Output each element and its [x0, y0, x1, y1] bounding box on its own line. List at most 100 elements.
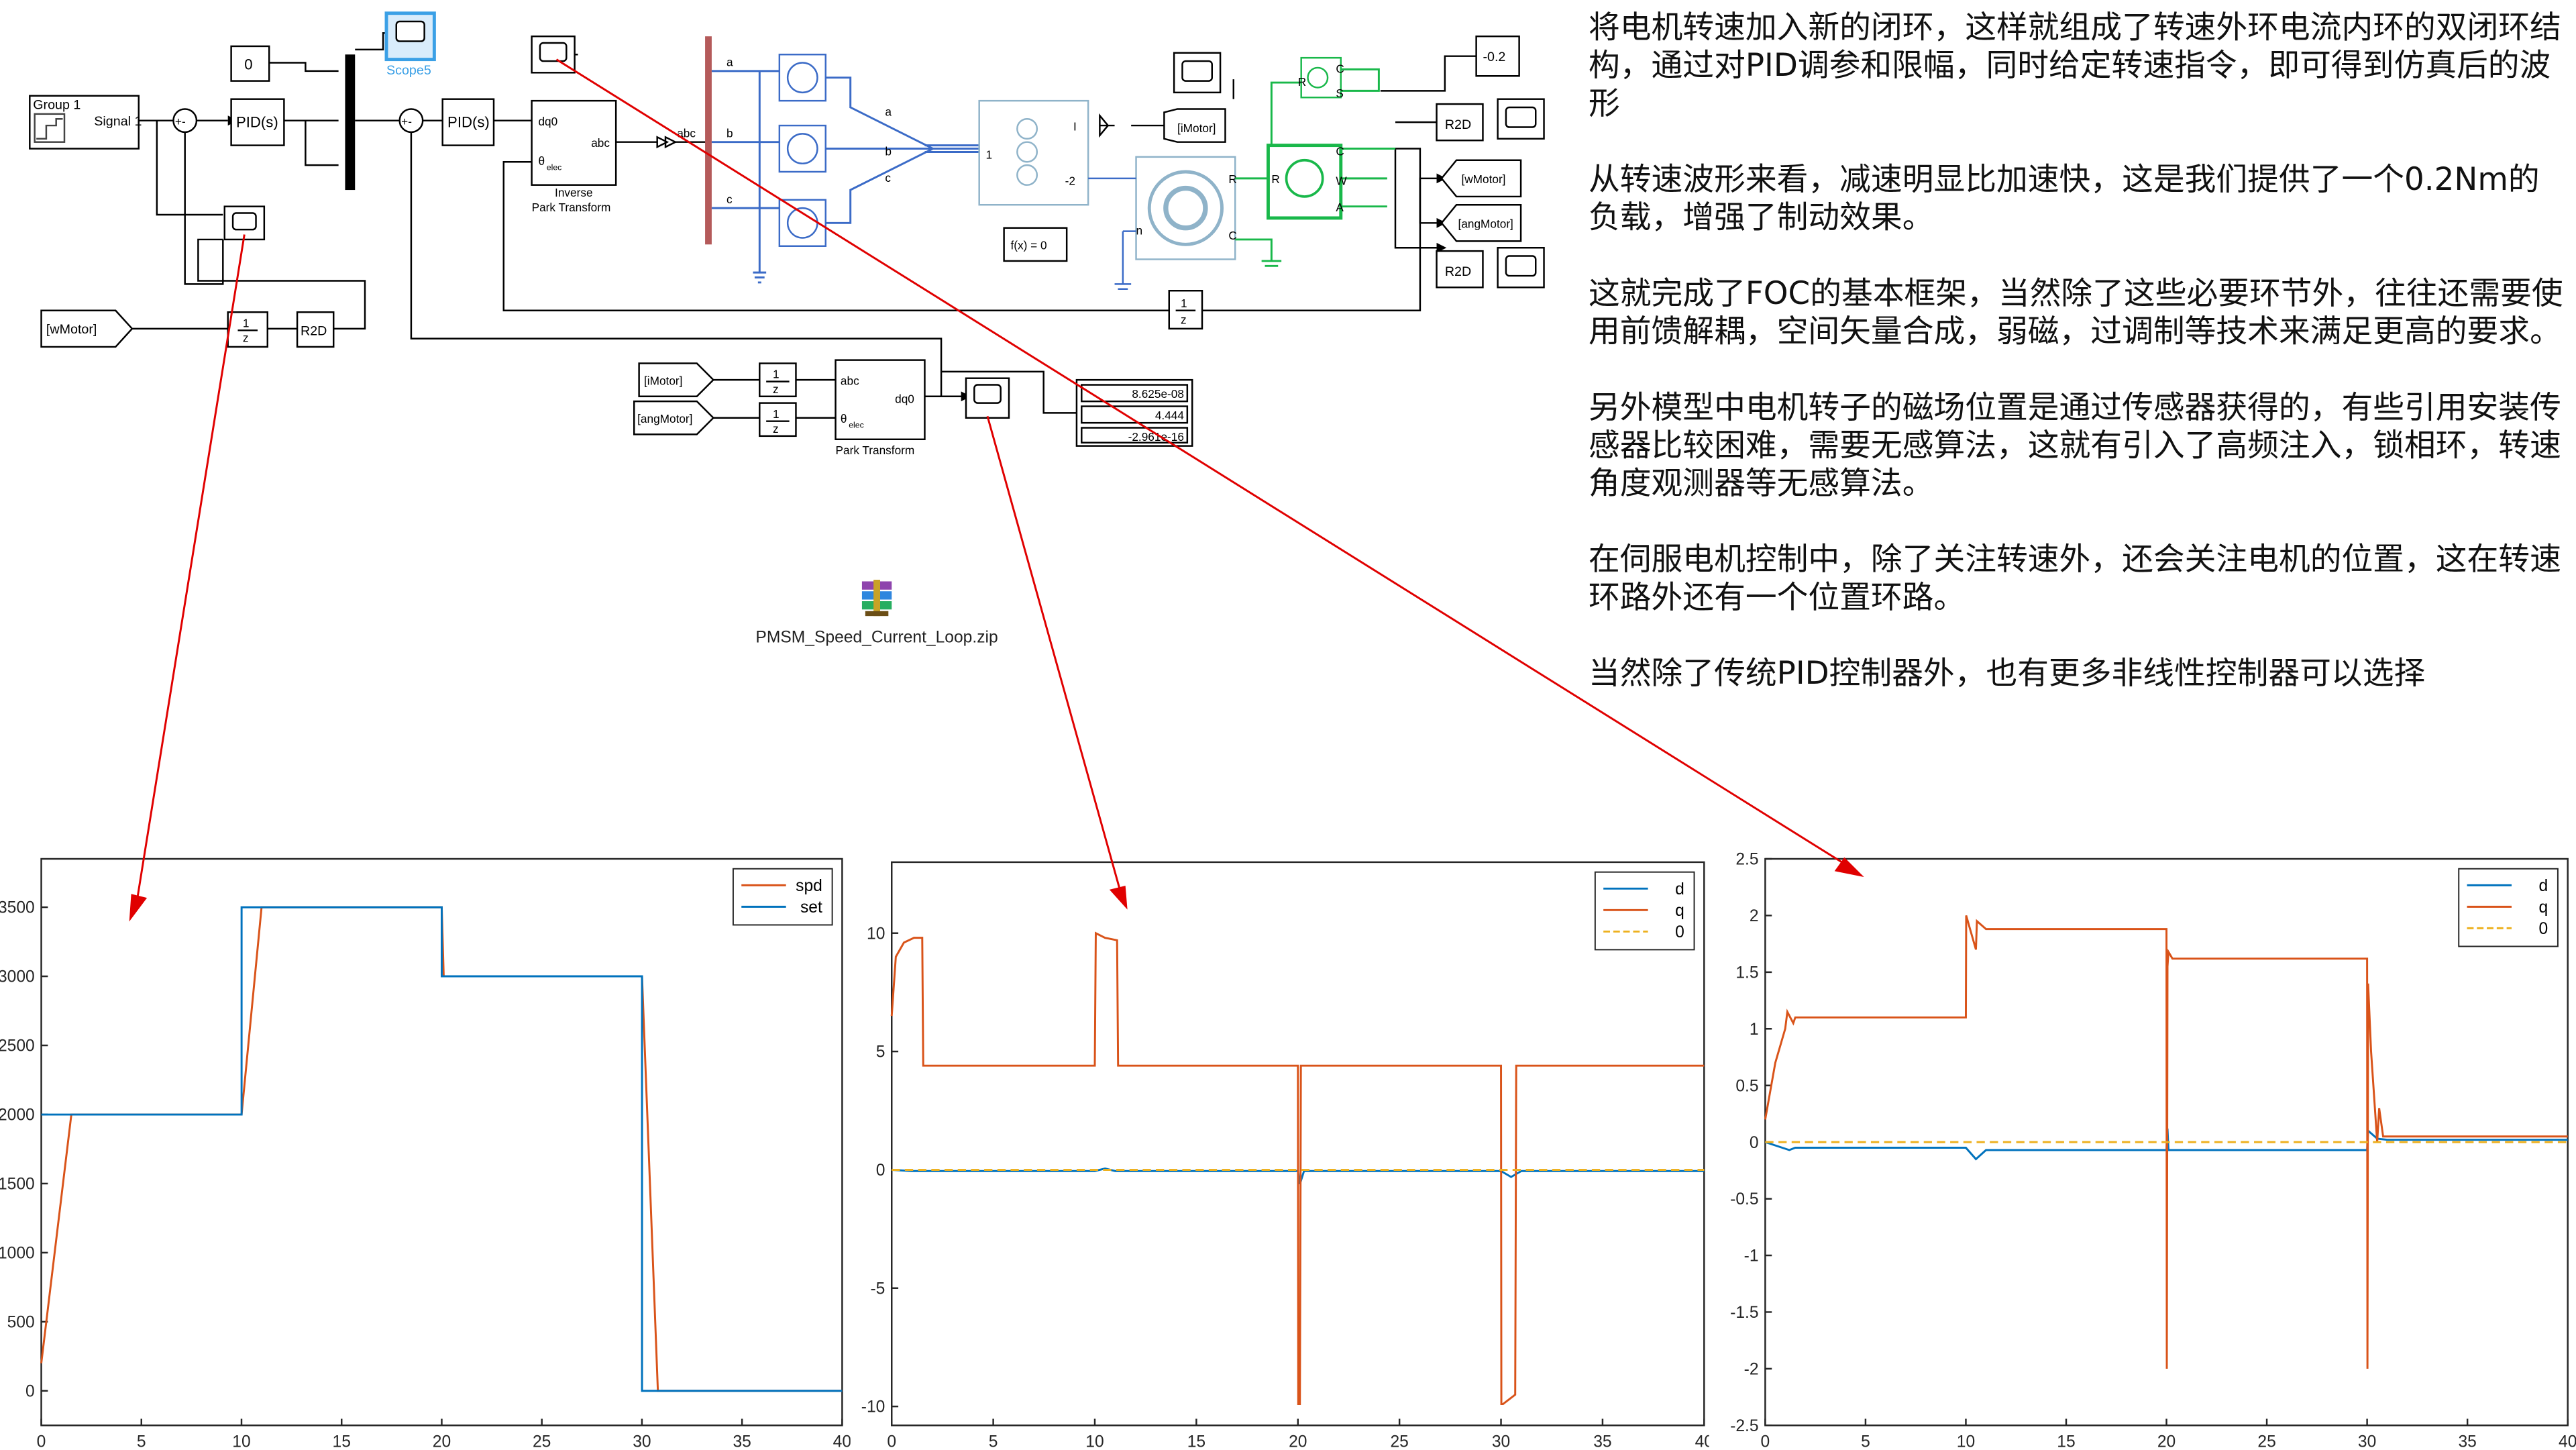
unit-delay-feedback[interactable]: 1 z — [1168, 290, 1203, 330]
notes-panel: 将电机转速加入新的闭环，这样就组成了转速外环电流内环的双闭环结构，通过对PID调… — [1589, 10, 2566, 732]
pid-speed-block[interactable] — [230, 98, 285, 146]
x-tick-label: 25 — [533, 1433, 551, 1450]
scope-r2d-bottom[interactable] — [1497, 247, 1545, 289]
from-imotor-label: [iMotor] — [644, 374, 682, 388]
unit-delay-speed[interactable]: 1 z — [227, 311, 269, 348]
park-transform-block[interactable] — [835, 359, 926, 441]
series-line-q — [890, 931, 1705, 1406]
svg-text:n: n — [1136, 224, 1143, 238]
svg-text:-2: -2 — [1065, 174, 1075, 188]
solver-config-block[interactable] — [1003, 227, 1068, 262]
x-tick-label: 30 — [2358, 1433, 2376, 1450]
arrow-head-dq — [1109, 885, 1128, 910]
y-tick-label: 1000 — [0, 1245, 35, 1263]
pid-current-block[interactable] — [441, 98, 495, 146]
svg-text:f(x) = 0: f(x) = 0 — [1010, 239, 1046, 252]
y-tick-label: 10 — [867, 925, 885, 943]
y-tick-label: -2.5 — [1730, 1417, 1758, 1435]
svg-text:a: a — [727, 55, 733, 68]
voltage-source-b[interactable] — [778, 124, 827, 173]
svg-text:z: z — [773, 422, 779, 435]
scope-dq[interactable] — [965, 377, 1010, 419]
y-tick-label: -1 — [1744, 1247, 1759, 1265]
scope-r2d-top[interactable] — [1497, 98, 1545, 140]
from-imotor-block[interactable] — [638, 362, 715, 398]
inverse-park-subtitle: Park Transform — [532, 201, 611, 214]
note-paragraph-2: 从转速波形来看，减速明显比加速快，这是我们提供了一个0.2Nm的负载，增强了制动… — [1589, 162, 2540, 236]
x-tick-label: 30 — [633, 1433, 651, 1450]
x-tick-label: 0 — [1761, 1433, 1770, 1450]
y-tick-label: 0 — [1750, 1134, 1759, 1152]
y-tick-label: 2 — [1750, 907, 1759, 925]
svg-text:1: 1 — [773, 407, 780, 421]
sum-block-speed[interactable] — [172, 108, 198, 134]
unit-delay-i[interactable]: 1 z — [759, 362, 797, 398]
from-wmotor-block[interactable] — [40, 309, 133, 348]
svg-text:b: b — [727, 126, 733, 140]
x-tick-label: 30 — [1492, 1433, 1510, 1450]
svg-text:z: z — [773, 382, 779, 396]
svg-text:1: 1 — [773, 368, 780, 381]
legend-label: d — [1675, 880, 1684, 898]
svg-text:A: A — [1336, 201, 1344, 214]
goto-imotor-label: [iMotor] — [1177, 121, 1216, 135]
scope-current[interactable] — [1173, 52, 1222, 94]
svg-text:S: S — [1336, 87, 1344, 100]
from-wmotor-label: [wMotor] — [46, 322, 97, 337]
arrow-to-dq-plot — [986, 415, 1121, 889]
y-tick-label: 5 — [876, 1043, 885, 1061]
r2d-block-top[interactable] — [1436, 103, 1484, 142]
voltage-source-a[interactable] — [778, 54, 827, 102]
unit-delay-ang[interactable]: 1 z — [759, 402, 797, 437]
x-tick-label: 0 — [887, 1433, 896, 1450]
pid-speed-label: PID(s) — [236, 114, 278, 131]
x-tick-label: 25 — [1390, 1433, 1408, 1450]
legend-label: d — [2538, 877, 2548, 895]
svg-text:θ: θ — [841, 412, 847, 425]
zip-file-item[interactable]: PMSM_Speed_Current_Loop.zip — [753, 578, 1000, 648]
goto-angmotor-block[interactable] — [1440, 204, 1522, 242]
x-tick-label: 20 — [2157, 1433, 2176, 1450]
constant-zero-block[interactable] — [230, 45, 270, 82]
goto-imotor-block[interactable] — [1163, 108, 1226, 143]
svg-text:dq0: dq0 — [538, 115, 557, 128]
from-angmotor-block[interactable] — [633, 400, 715, 435]
svg-text:C: C — [1336, 144, 1344, 158]
series-line-set — [41, 906, 843, 1392]
note-paragraph-5: 在伺服电机控制中，除了关注转速外，还会关注电机的位置，这在转速环路外还有一个位置… — [1589, 541, 2561, 617]
svg-text:R: R — [1298, 75, 1306, 89]
y-tick-label: 2000 — [0, 1106, 35, 1125]
goto-wmotor-block[interactable] — [1440, 159, 1522, 198]
arrow-to-second-plot — [555, 58, 1845, 865]
r2d-block-speed[interactable] — [296, 311, 335, 348]
scope-speed[interactable] — [223, 205, 266, 241]
svg-text:+-: +- — [175, 115, 186, 128]
scope5-label: Scope5 — [386, 63, 431, 78]
svg-text:elec: elec — [547, 163, 562, 172]
x-tick-label: 5 — [137, 1433, 146, 1450]
r2d-label: R2D — [1445, 264, 1471, 279]
r2d-label: R2D — [1445, 117, 1471, 132]
r2d-block-bottom[interactable] — [1436, 250, 1484, 289]
svg-text:W: W — [1336, 174, 1347, 188]
x-tick-label: 40 — [833, 1433, 851, 1450]
note-paragraph-6: 当然除了传统PID控制器外，也有更多非线性控制器可以选择 — [1589, 656, 2426, 692]
note-paragraph-1: 将电机转速加入新的闭环，这样就组成了转速外环电流内环的双闭环结构，通过对PID调… — [1589, 9, 2561, 123]
inverse-park-block[interactable] — [531, 99, 617, 186]
svg-text:R: R — [1228, 172, 1236, 186]
x-tick-label: 0 — [37, 1433, 46, 1450]
arrow-head-second — [1834, 857, 1864, 878]
svg-text:+-: +- — [401, 115, 412, 128]
legend-label: q — [1675, 902, 1684, 920]
y-tick-label: 0.5 — [1735, 1077, 1758, 1095]
x-tick-label: 35 — [1593, 1433, 1611, 1450]
svg-text:elec: elec — [849, 421, 864, 430]
mux-block[interactable] — [345, 54, 356, 191]
sum-block-current[interactable] — [398, 108, 424, 134]
y-tick-label: 2500 — [0, 1037, 35, 1055]
converter-bar[interactable] — [705, 36, 712, 245]
y-tick-label: -1.5 — [1730, 1304, 1758, 1322]
